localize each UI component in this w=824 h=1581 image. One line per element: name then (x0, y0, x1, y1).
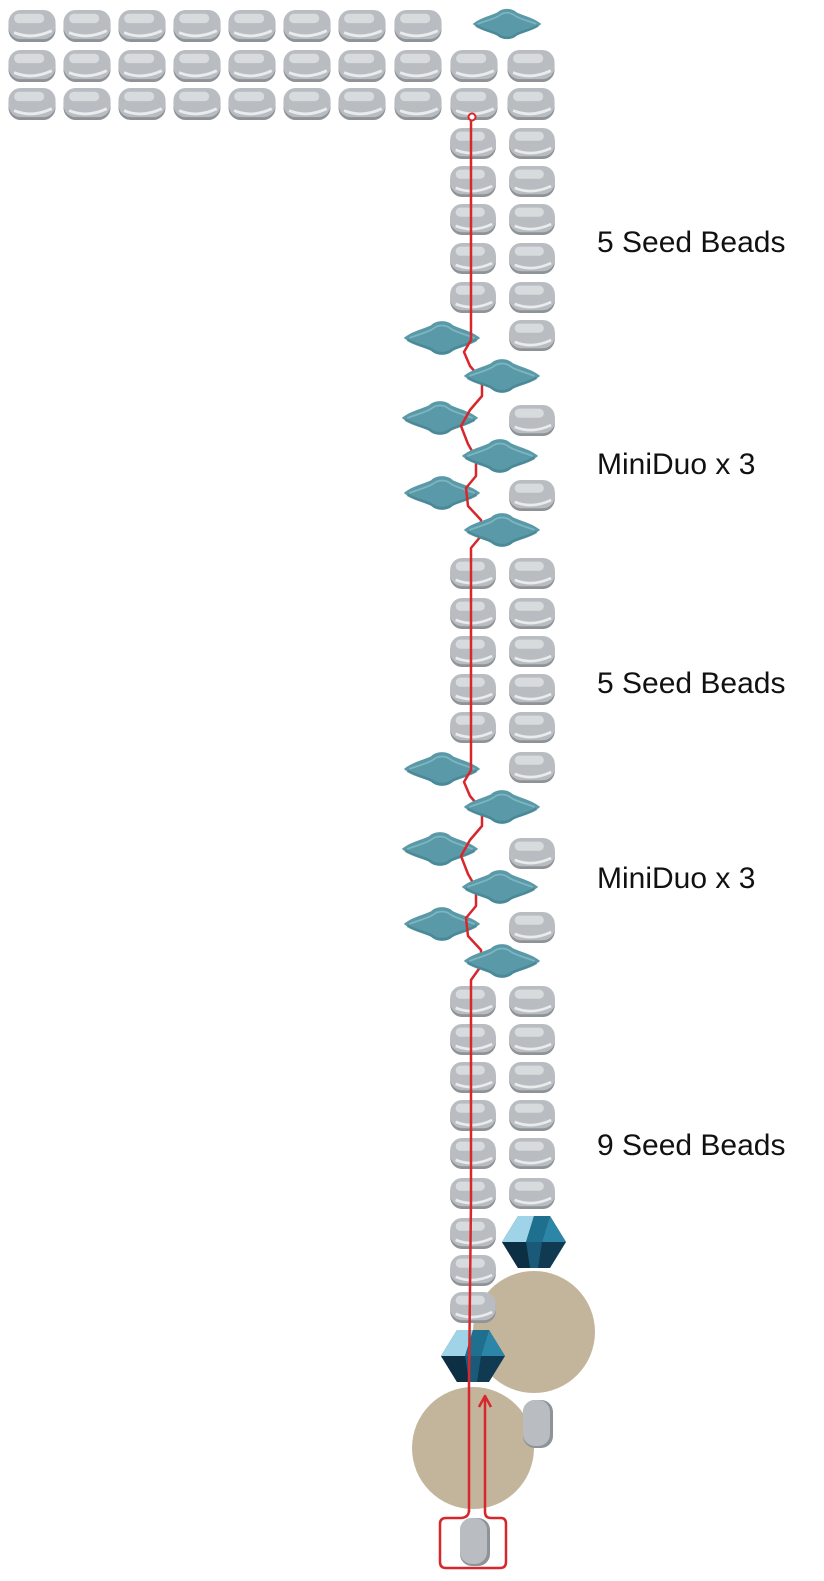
seed-beads-layer (7, 8, 557, 1566)
seed-bead (507, 1176, 557, 1211)
seed-bead (7, 48, 57, 84)
seed-bead (282, 86, 332, 122)
pearl-bead (412, 1387, 534, 1509)
seed-bead (282, 48, 332, 84)
pearls-layer (412, 1271, 595, 1509)
seed-bead (507, 403, 557, 438)
seed-bead (507, 126, 557, 161)
seed-bead (448, 1253, 498, 1288)
seed-bead (507, 1022, 557, 1057)
seed-bead (117, 48, 167, 84)
thread-layer (438, 112, 508, 1570)
miniduo-bead (402, 750, 482, 788)
miniduo-bead (460, 437, 540, 475)
seed-bead (448, 202, 498, 237)
seed-bead (227, 86, 277, 122)
seed-bead (62, 86, 112, 122)
seed-bead (448, 1216, 498, 1251)
seed-bead (507, 202, 557, 237)
seed-bead (507, 164, 557, 199)
seed-bead (337, 48, 387, 84)
seed-bead (523, 1400, 553, 1448)
seed-bead (227, 48, 277, 84)
seed-bead (507, 672, 557, 707)
miniduo-bead (400, 830, 480, 868)
seed-bead (507, 478, 557, 513)
seed-bead (507, 556, 557, 591)
seed-bead (393, 48, 443, 84)
seed-bead (448, 1290, 498, 1325)
seed-bead (448, 241, 498, 276)
step-label-5-seed-beads: 5 Seed Beads (597, 226, 786, 259)
seed-bead (172, 8, 222, 44)
seed-bead (507, 634, 557, 669)
seed-bead (172, 86, 222, 122)
seed-bead (448, 1060, 498, 1095)
seed-bead (506, 86, 556, 122)
seed-bead (507, 710, 557, 745)
thread-start-ring (467, 112, 477, 122)
seed-bead (448, 1098, 498, 1133)
seed-bead (337, 86, 387, 122)
seed-bead (448, 126, 498, 161)
seed-bead (507, 910, 557, 945)
seed-bead (507, 1136, 557, 1171)
seed-bead (507, 750, 557, 785)
seed-bead (507, 1060, 557, 1095)
seed-bead (172, 48, 222, 84)
seed-bead (507, 984, 557, 1019)
seed-bead (117, 86, 167, 122)
thread-arrow-icon (477, 1394, 493, 1408)
seed-bead (393, 8, 443, 44)
seed-bead (507, 836, 557, 871)
seed-bead (117, 8, 167, 44)
seed-bead (507, 241, 557, 276)
seed-bead (62, 8, 112, 44)
seed-bead (448, 984, 498, 1019)
seed-bead (7, 8, 57, 44)
pearl-bead (473, 1271, 595, 1393)
seed-bead (448, 1176, 498, 1211)
seed-bead (448, 280, 498, 315)
step-label-5-seed-beads-2: 5 Seed Beads (597, 667, 786, 700)
seed-bead (507, 318, 557, 353)
seed-bead (507, 596, 557, 631)
seed-bead (448, 1022, 498, 1057)
thread-loop-path (438, 1398, 508, 1570)
seed-bead (227, 8, 277, 44)
seed-bead (460, 1518, 490, 1566)
thread-main-path (459, 118, 484, 1512)
miniduo-bead (402, 319, 482, 357)
seed-bead (506, 48, 556, 84)
seed-bead (448, 556, 498, 591)
bicone-crystal (502, 1216, 566, 1268)
miniduo-bead (462, 788, 542, 826)
step-label-9-seed-beads: 9 Seed Beads (597, 1129, 786, 1162)
seed-bead (448, 1136, 498, 1171)
seed-bead (7, 86, 57, 122)
miniduo-bead (471, 7, 543, 41)
miniduo-bead (460, 868, 540, 906)
seed-bead (62, 48, 112, 84)
step-label-miniduo-x3: MiniDuo x 3 (597, 448, 756, 481)
seed-bead (448, 164, 498, 199)
step-label-miniduo-x3-2: MiniDuo x 3 (597, 862, 756, 895)
seed-bead (448, 672, 498, 707)
seed-bead (507, 280, 557, 315)
seed-bead (507, 1098, 557, 1133)
seed-bead (448, 710, 498, 745)
miniduo-bead (462, 357, 542, 395)
seed-bead (282, 8, 332, 44)
seed-bead (448, 596, 498, 631)
seed-bead (393, 86, 443, 122)
seed-bead (449, 48, 499, 84)
seed-bead (448, 634, 498, 669)
seed-bead (337, 8, 387, 44)
